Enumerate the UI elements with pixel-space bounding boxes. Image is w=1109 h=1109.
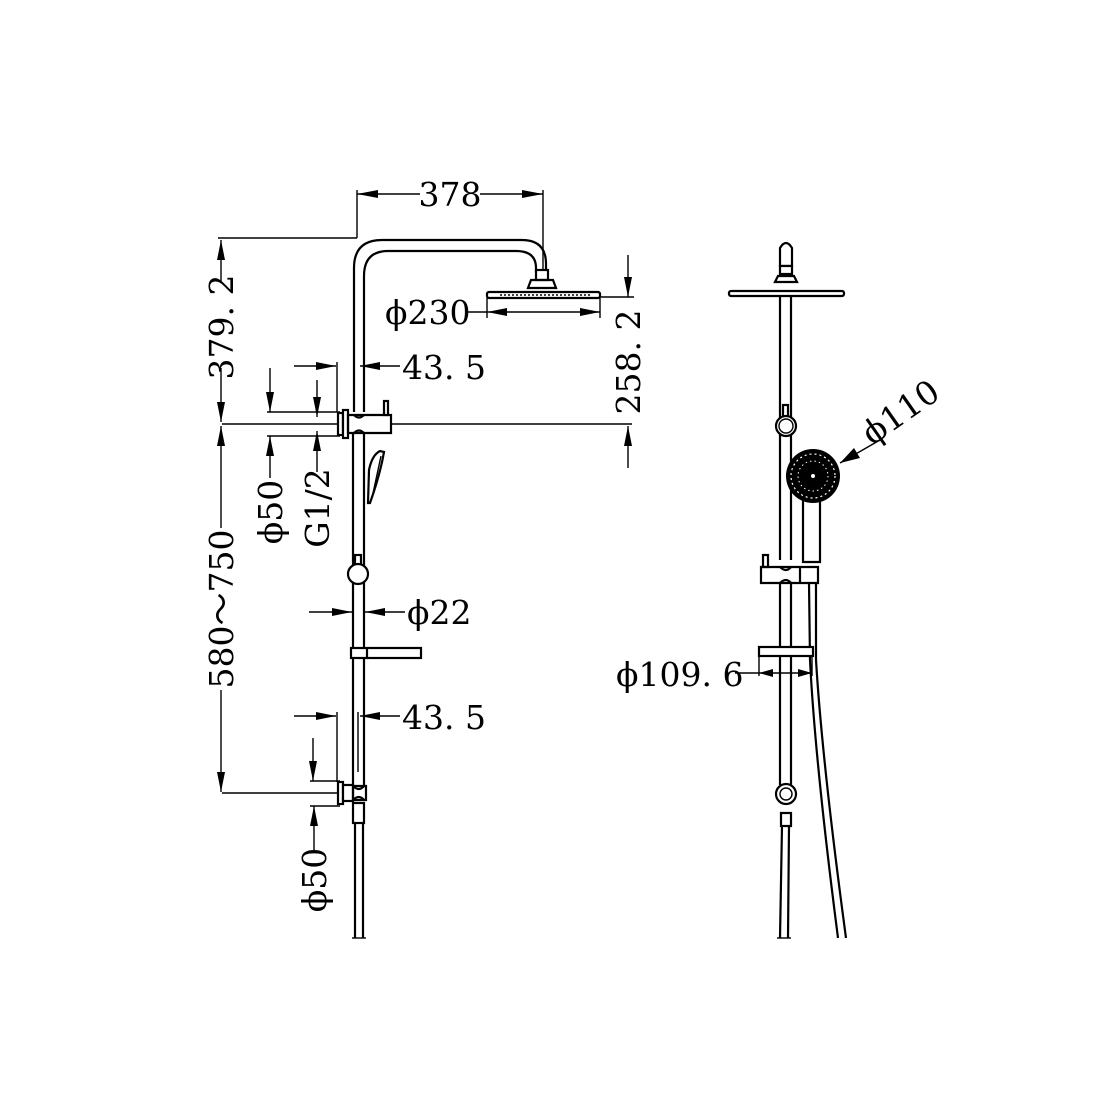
dim-arm-reach: 378: [419, 175, 482, 214]
dim-bracket-spacing: 580～750: [202, 530, 241, 689]
dim-lower-bracket-diameter: ϕ50: [295, 848, 334, 913]
rain-shower-rose-side: [727, 289, 846, 298]
dim-handshower-diameter: ϕ110: [854, 372, 946, 453]
dim-lower-offset: 43. 5: [402, 698, 486, 737]
lower-bracket-ring: [774, 782, 798, 806]
side-view: [727, 241, 848, 939]
dim-rose-diameter: ϕ230: [385, 293, 470, 332]
rose-connector: [534, 268, 550, 282]
dim-rose-drop: 258. 2: [609, 310, 648, 415]
diverter-knob: [382, 399, 390, 417]
dim-thread-size: G1/2: [298, 468, 337, 547]
soap-dish: [349, 646, 423, 660]
dim-upper-bracket-diameter: ϕ50: [251, 480, 290, 545]
dim-rail-diameter: ϕ22: [407, 593, 472, 632]
dim-overhead-height: 379. 2: [202, 275, 241, 380]
overhead-arm: [352, 238, 548, 412]
front-view-dimensions: 378 379. 2 ϕ230 258. 2 43. 5: [202, 175, 648, 912]
soap-dish-side: [757, 645, 815, 658]
dim-upper-offset: 43. 5: [402, 348, 486, 387]
shower-hose: [807, 582, 840, 939]
rain-shower-rose: [485, 290, 602, 300]
front-view: [222, 238, 632, 939]
arm-top-cap: [778, 241, 794, 268]
handshower-handle: [801, 498, 822, 564]
dim-soap-dish-diameter: ϕ109. 6: [616, 655, 743, 694]
handshower-holder: [346, 562, 370, 586]
diverter-body: [346, 413, 393, 435]
